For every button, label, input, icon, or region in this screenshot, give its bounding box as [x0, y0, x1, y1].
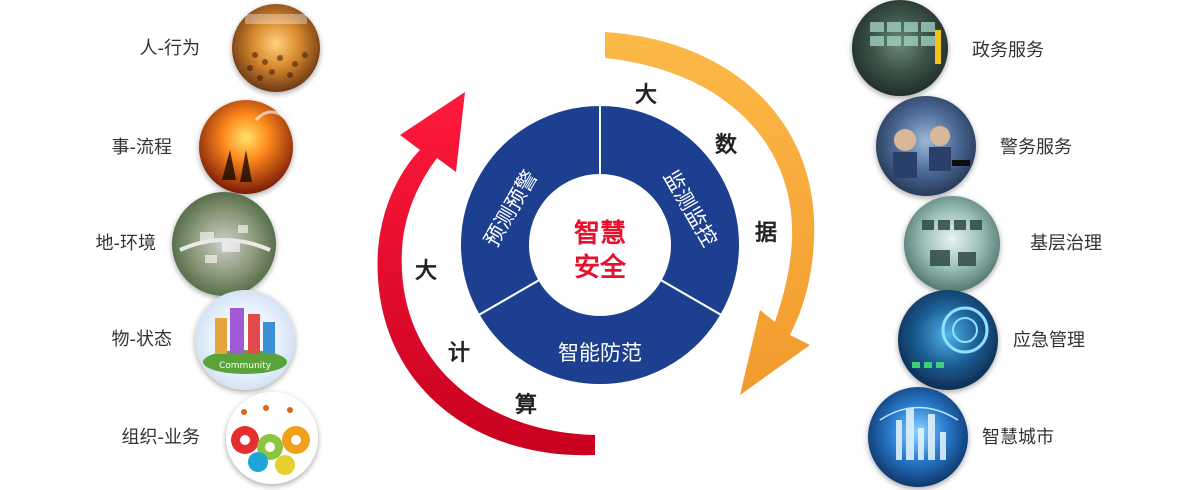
smart-city-night-icon [868, 387, 968, 487]
big-compute-char-2: 计 [448, 341, 470, 366]
police-operators-photo-icon [876, 96, 976, 196]
orange-cycle-arrow [605, 32, 815, 395]
right-label-grassroots-governance: 基层治理 [1030, 233, 1102, 254]
control-room-photo-icon [852, 0, 948, 96]
big-compute-char-1: 大 [415, 259, 437, 284]
big-compute-char-3: 算 [515, 392, 537, 418]
left-label-person-behavior: 人-行为 [139, 38, 201, 59]
segment-label-defense: 智能防范 [558, 341, 642, 365]
center-title-line1: 智慧 [574, 219, 626, 249]
center-title-line2: 安全 [574, 252, 627, 283]
gears-people-icon [226, 392, 318, 484]
dashboard-screen-icon [898, 290, 998, 390]
left-label-object-status: 物-状态 [111, 329, 173, 350]
left-label-event-process: 事-流程 [111, 137, 173, 158]
right-label-government-service: 政务服务 [972, 40, 1044, 61]
fire-rescue-photo-icon [199, 100, 293, 194]
red-cycle-arrow [377, 92, 595, 456]
right-label-smart-city: 智慧城市 [982, 427, 1054, 448]
community-model-icon: Community [195, 290, 295, 390]
right-label-emergency-management: 应急管理 [1013, 330, 1085, 351]
left-label-org-business: 组织-业务 [121, 427, 201, 448]
center-disk [530, 175, 670, 315]
big-data-char-3: 据 [755, 221, 777, 246]
svg-text:Community: Community [219, 361, 272, 371]
right-label-police-service: 警务服务 [1000, 137, 1072, 158]
aerial-city-photo-icon [172, 192, 276, 296]
monitoring-room-photo-icon [904, 196, 1000, 292]
crowd-photo-icon [232, 4, 320, 92]
big-data-char-1: 大 [635, 83, 657, 108]
big-data-char-2: 数 [715, 132, 738, 158]
left-label-place-environment: 地-环境 [95, 233, 157, 254]
